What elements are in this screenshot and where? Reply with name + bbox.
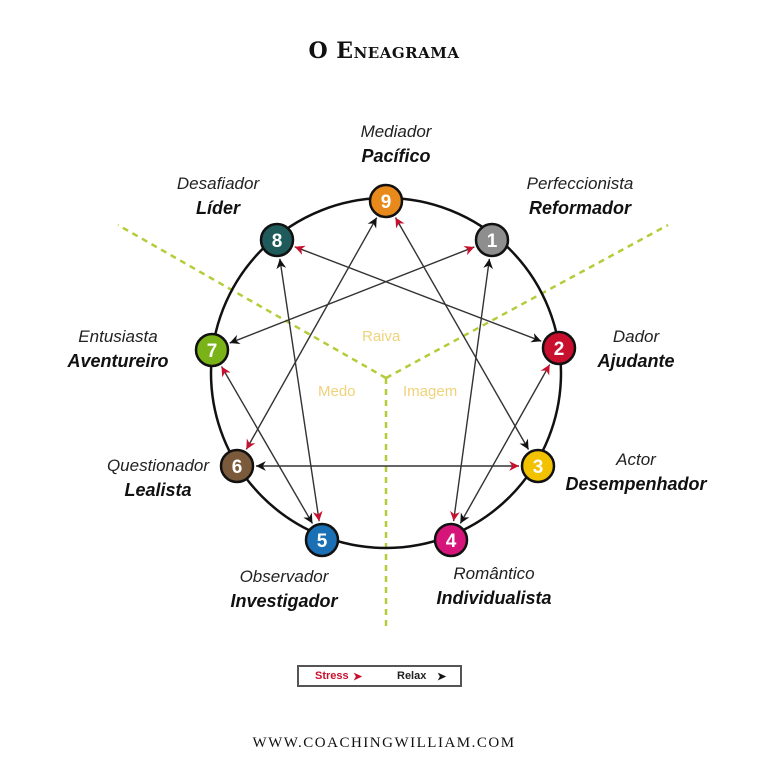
type-node-7: 7 bbox=[194, 332, 230, 368]
node-circle bbox=[368, 183, 404, 219]
type-title: Pacífico bbox=[361, 146, 431, 166]
node-number: 7 bbox=[207, 341, 218, 362]
arrow-line-3-9 bbox=[394, 217, 530, 450]
stress-arrow-icon: ➤ bbox=[353, 671, 363, 683]
node-number: 2 bbox=[554, 339, 565, 360]
type-title: Desempenhador bbox=[565, 474, 707, 494]
type-node-9: 9 bbox=[368, 183, 404, 219]
type-name: Romântico bbox=[453, 564, 535, 583]
node-number: 8 bbox=[272, 231, 283, 252]
node-circle bbox=[304, 522, 340, 558]
footer-url: WWW.COACHINGWILLIAM.COM bbox=[252, 735, 516, 751]
type-node-6: 6 bbox=[219, 448, 255, 484]
type-node-4: 4 bbox=[433, 522, 469, 558]
arrow-line-9-6 bbox=[245, 217, 378, 450]
type-node-5: 5 bbox=[304, 522, 340, 558]
node-number: 4 bbox=[446, 531, 457, 552]
type-title: Lealista bbox=[124, 480, 192, 500]
type-name: Observador bbox=[239, 567, 329, 586]
type-name: Dador bbox=[612, 327, 660, 346]
legend: Stress ➤ Relax ➤ bbox=[297, 665, 462, 687]
relax-arrow-icon: ➤ bbox=[437, 671, 447, 683]
node-circle bbox=[194, 332, 230, 368]
type-title: Reformador bbox=[528, 198, 631, 218]
type-name: Entusiasta bbox=[78, 327, 158, 346]
node-circle bbox=[219, 448, 255, 484]
node-number: 6 bbox=[232, 457, 243, 478]
node-circle bbox=[541, 330, 577, 366]
node-number: 5 bbox=[317, 531, 328, 552]
node-circle bbox=[259, 222, 295, 258]
center-imagem: Imagem bbox=[403, 383, 458, 400]
type-name: Actor bbox=[616, 450, 656, 469]
page-title: O Eneagrama bbox=[308, 38, 460, 64]
type-name: Questionador bbox=[106, 456, 210, 475]
arrow-line-8-5 bbox=[276, 258, 323, 522]
center-raiva: Raiva bbox=[362, 328, 401, 345]
arrow-line-2-8 bbox=[294, 245, 542, 343]
node-circle bbox=[474, 222, 510, 258]
type-name: Mediador bbox=[360, 122, 432, 141]
type-name: Desafiador bbox=[176, 174, 260, 193]
legend-stress: Stress bbox=[315, 670, 349, 682]
legend-relax: Relax bbox=[397, 670, 427, 682]
type-title: Ajudante bbox=[597, 351, 675, 371]
type-title: Aventureiro bbox=[67, 351, 169, 371]
node-circle bbox=[520, 448, 556, 484]
node-number: 9 bbox=[381, 192, 392, 213]
type-node-2: 2 bbox=[541, 330, 577, 366]
type-name: Perfeccionista bbox=[526, 174, 634, 193]
type-node-3: 3 bbox=[520, 448, 556, 484]
center-medo: Medo bbox=[318, 383, 356, 400]
node-number: 1 bbox=[487, 231, 498, 252]
node-number: 3 bbox=[533, 457, 544, 478]
node-circle bbox=[433, 522, 469, 558]
type-title: Líder bbox=[195, 198, 240, 218]
type-node-1: 1 bbox=[474, 222, 510, 258]
type-title: Investigador bbox=[230, 591, 338, 611]
type-node-8: 8 bbox=[259, 222, 295, 258]
type-title: Individualista bbox=[436, 588, 552, 608]
